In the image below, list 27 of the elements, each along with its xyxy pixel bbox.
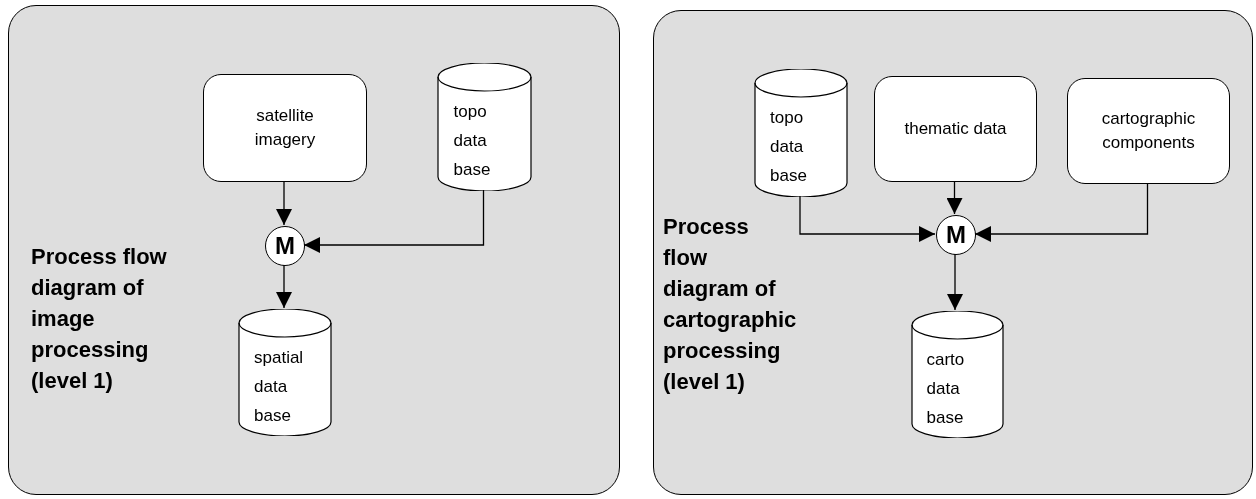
arrow [947, 253, 963, 311]
arrow [946, 180, 963, 215]
database-cylinder [238, 309, 332, 436]
process-box [1067, 78, 1230, 184]
node-label: M [275, 234, 295, 258]
panel-heading: Process flow diagram of image processing (level 1) [31, 243, 168, 395]
node-label: cartographic components [1100, 108, 1197, 154]
arrow [303, 189, 485, 253]
database-cylinder [754, 69, 848, 197]
node-label: topo data base [770, 107, 808, 187]
panel-background [8, 5, 620, 495]
panel-background [653, 10, 1253, 495]
node-label: thematic data [904, 118, 1007, 140]
arrow [276, 180, 292, 226]
node-label: M [946, 223, 966, 247]
node-label: topo data base [453, 101, 492, 181]
node-label: spatial data base [254, 347, 305, 427]
node-label: satellite imagery [253, 105, 317, 151]
arrow [799, 195, 936, 242]
arrow [974, 182, 1149, 242]
database-cylinder [437, 63, 532, 191]
node-label: carto data base [926, 349, 966, 429]
database-cylinder [911, 311, 1004, 438]
panel-heading: Process flow diagram of cartographic processing (level 1) [663, 213, 797, 396]
process-box [874, 76, 1037, 182]
process-box [203, 74, 367, 182]
arrow [276, 264, 292, 309]
